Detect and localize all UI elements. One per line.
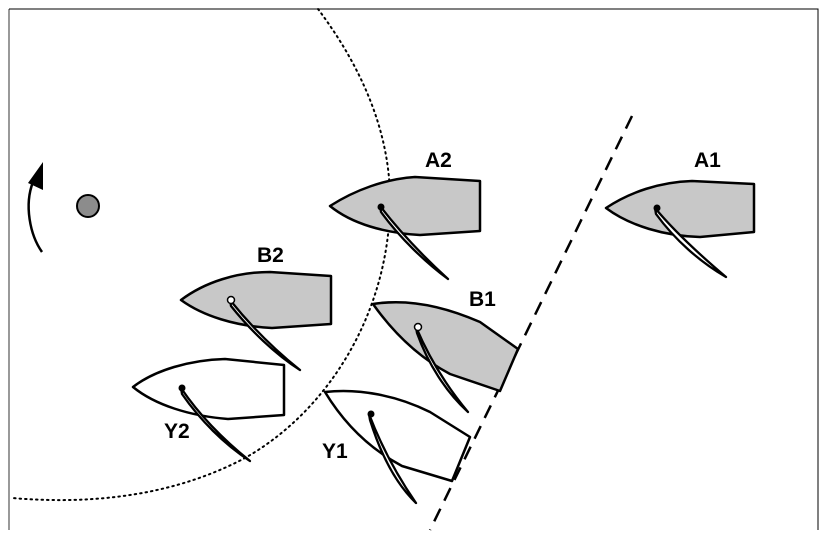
- boat-y1: [323, 389, 472, 505]
- zone-circle: [11, 8, 392, 502]
- rotation-arrow-icon: [27, 162, 44, 253]
- circle-mark-icon: [76, 194, 100, 218]
- boat-y2: [131, 357, 286, 463]
- dashed-line: [428, 115, 634, 531]
- label-y1: Y1: [322, 440, 348, 463]
- diagram-border: [9, 8, 819, 530]
- boat-b2: [179, 270, 333, 372]
- label-a2: A2: [425, 149, 452, 172]
- boat-a1: [604, 179, 756, 279]
- label-y2: Y2: [164, 420, 190, 443]
- label-b2: B2: [257, 244, 284, 267]
- boat-b1: [371, 300, 520, 414]
- boat-a2: [328, 175, 482, 281]
- label-b1: B1: [469, 288, 496, 311]
- label-a1: A1: [694, 149, 721, 172]
